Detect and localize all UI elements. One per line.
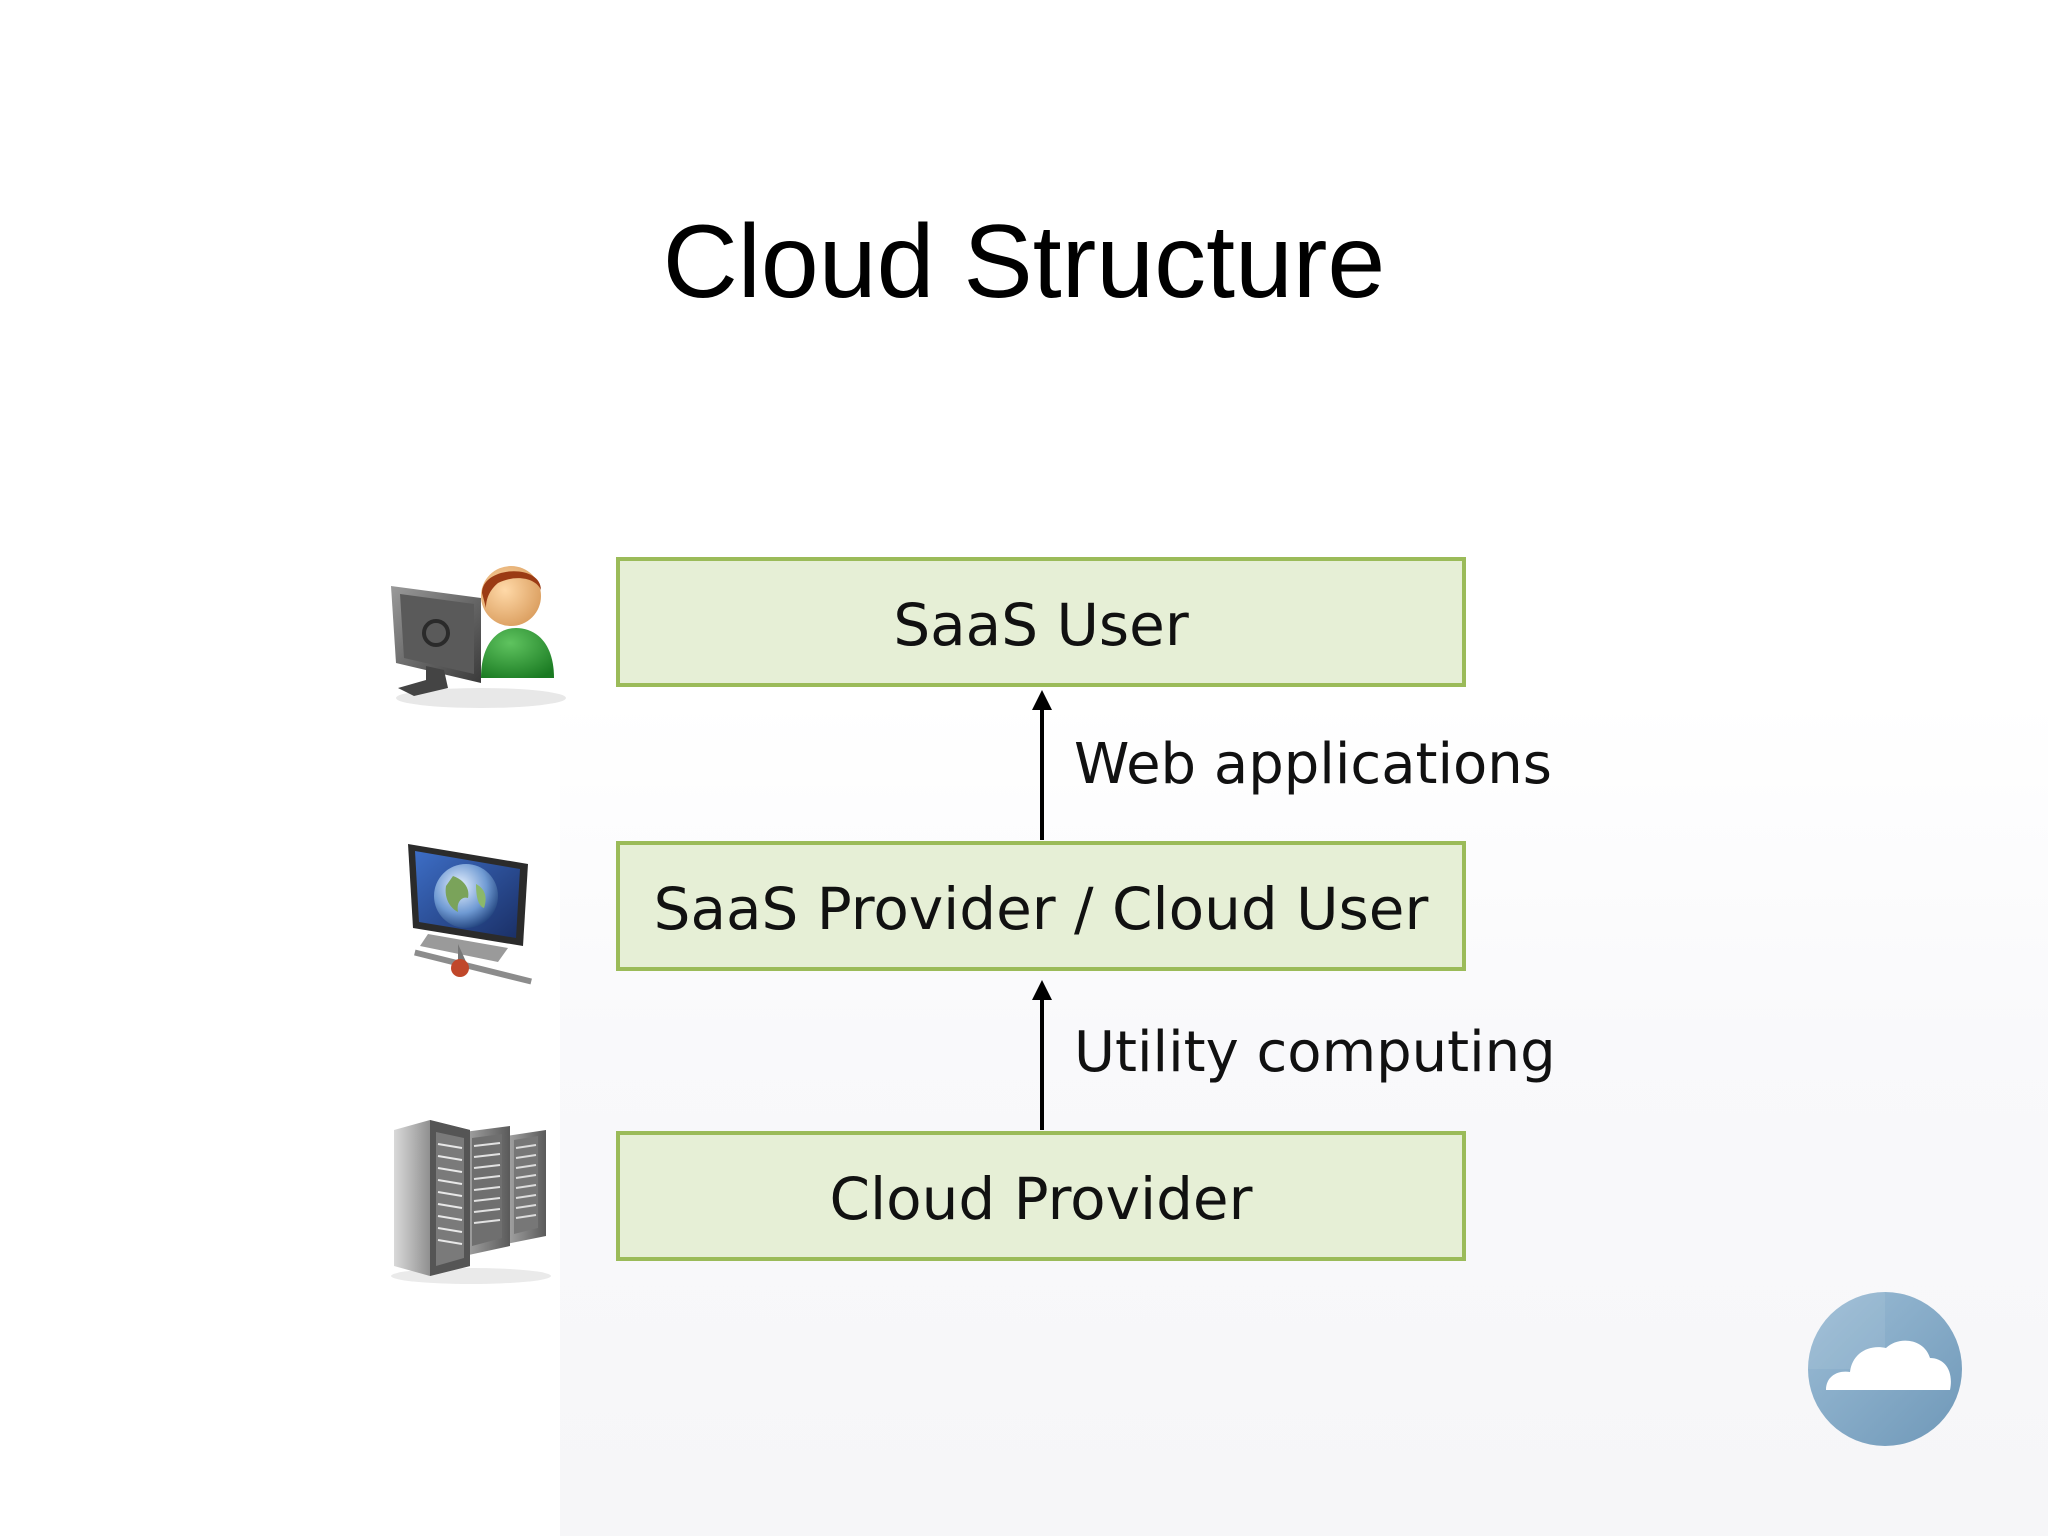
layer-saas-provider: SaaS Provider / Cloud User <box>616 841 1466 971</box>
arrow-shaft <box>1040 702 1044 840</box>
layer-label: SaaS Provider / Cloud User <box>653 875 1429 943</box>
layer-cloud-provider: Cloud Provider <box>616 1131 1466 1261</box>
connection-label: Utility computing <box>1074 1020 1556 1085</box>
layer-label: Cloud Provider <box>829 1165 1253 1233</box>
arrow-web-applications <box>1032 690 1052 840</box>
arrow-head <box>1032 690 1052 710</box>
globe-monitor-icon <box>398 836 568 996</box>
arrow-head <box>1032 980 1052 1000</box>
server-rack-icon <box>386 1116 556 1286</box>
cloud-logo-icon <box>1806 1290 1964 1448</box>
slide-title: Cloud Structure <box>662 204 1386 320</box>
arrow-shaft <box>1040 992 1044 1130</box>
arrow-utility-computing <box>1032 980 1052 1130</box>
user-at-computer-icon <box>386 548 576 713</box>
connection-label: Web applications <box>1074 732 1552 797</box>
layer-label: SaaS User <box>893 591 1189 659</box>
layer-saas-user: SaaS User <box>616 557 1466 687</box>
background-panel <box>560 700 2048 1536</box>
